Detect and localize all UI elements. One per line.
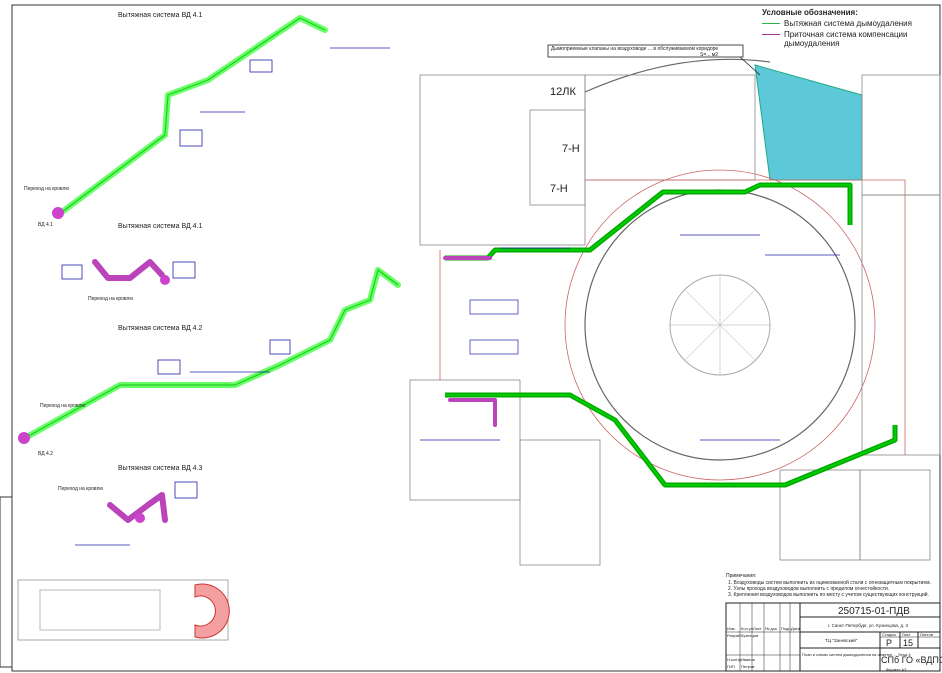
note: Переход на кровлю — [88, 296, 133, 302]
smoke-duct-upper — [445, 182, 853, 261]
fan-icon — [135, 513, 145, 523]
scheme-vd-4-3: Вытяжная система ВД 4.3 Переход на кровл… — [58, 465, 202, 546]
sheet-number: 15 — [903, 638, 913, 648]
title-block: Изм. Кол.уч Лист № док. Подп. Дата Разра… — [725, 602, 942, 672]
exit-label: ВД 4.1 — [38, 222, 53, 228]
note-item: 2. Узлы прохода воздуховодов выполнить с… — [728, 585, 889, 592]
svg-text:Иванов: Иванов — [741, 657, 755, 662]
scheme-title: Вытяжная система ВД 4.3 — [118, 465, 202, 472]
highlighted-area — [194, 583, 230, 639]
callout: Дымоприемные клапаны на воздуховоде ... … — [547, 44, 761, 76]
legend-item-label: Вытяжная система дымоудаления — [784, 19, 912, 28]
side-stamp — [0, 496, 13, 668]
notes: Примечания: 1. Воздуховоды систем выполн… — [726, 573, 931, 598]
svg-text:Дата: Дата — [791, 626, 801, 631]
svg-text:Подп.: Подп. — [781, 626, 792, 631]
svg-text:Лист: Лист — [753, 626, 762, 631]
fan-icon — [18, 432, 30, 444]
stage: Р — [886, 638, 892, 648]
svg-text:Кузнецов: Кузнецов — [741, 633, 758, 638]
duct-purple — [107, 492, 168, 523]
fan-icon — [160, 275, 170, 285]
scheme-vd-4-1: Вытяжная система ВД 4.1 Переход на кровл… — [24, 12, 390, 228]
note-item: 3. Крепления воздуховодов выполнить по м… — [728, 591, 929, 598]
duct-green — [22, 267, 401, 441]
note: Переход на кровлю — [58, 486, 103, 492]
scheme-title: Вытяжная система ВД 4.1 — [118, 12, 202, 19]
duct-purple — [92, 259, 165, 281]
notes-title: Примечания: — [726, 573, 756, 579]
legend: Условные обозначения: Вытяжная система д… — [762, 8, 936, 50]
note-item: 1. Воздуховоды систем выполнить из оцинк… — [728, 579, 931, 586]
fan-icon — [52, 207, 64, 219]
svg-text:Изм.: Изм. — [727, 626, 736, 631]
svg-text:Разраб.: Разраб. — [727, 633, 741, 638]
callout-subtext: S=... м2 — [700, 52, 718, 58]
svg-text:Стадия: Стадия — [882, 632, 896, 637]
svg-text:Кол.уч: Кол.уч — [741, 626, 753, 631]
svg-text:Листов: Листов — [920, 632, 933, 637]
legend-swatch — [762, 34, 780, 35]
svg-text:Лист: Лист — [902, 632, 911, 637]
note: Переход на кровлю — [40, 403, 85, 409]
key-plan — [17, 579, 230, 641]
scheme-vd-4-1b: Вытяжная система ВД 4.1 Переход на кровл… — [61, 223, 202, 302]
svg-text:Петров: Петров — [741, 664, 754, 669]
axis-label: 12ЛК — [550, 86, 576, 98]
scheme-title: Вытяжная система ВД 4.1 — [118, 223, 202, 230]
svg-text:ГИП: ГИП — [727, 664, 735, 669]
legend-item-supply: Приточная система компенсации дымоудален… — [762, 30, 936, 48]
legend-swatch — [762, 23, 780, 24]
scheme-vd-4-2: Вытяжная система ВД 4.2 Переход на кровл… — [18, 267, 401, 457]
note: Переход на кровлю — [24, 186, 69, 192]
svg-text:Н.контр.: Н.контр. — [727, 657, 742, 662]
legend-title: Условные обозначения: — [762, 8, 858, 17]
format: Формат А3 — [886, 667, 907, 672]
floor-plan: 12ЛК 7-Н 7-Н — [409, 58, 941, 566]
stair-label: 7-Н — [562, 143, 580, 155]
exit-label: ВД 4.2 — [38, 451, 53, 457]
sheet-title: План и схемы систем дымоудаления на отме… — [802, 652, 911, 657]
callout-text: Дымоприемные клапаны на воздуховоде ... … — [551, 46, 718, 52]
stair-label: 7-Н — [550, 183, 568, 195]
drawing-code: 250715-01-ПДВ — [838, 606, 910, 617]
scheme-title: Вытяжная система ВД 4.2 — [118, 325, 202, 332]
organization: СПб ГО «ВДПО» — [881, 655, 942, 665]
legend-item-exhaust: Вытяжная система дымоудаления — [762, 19, 936, 28]
address: г. Санкт-Петербург, ул. Кузнецова, д. 3 — [828, 623, 909, 628]
legend-item-label: Приточная система компенсации дымоудален… — [784, 30, 908, 48]
highlighted-room — [754, 64, 863, 181]
object-name: ТЦ "Заневский" — [825, 637, 858, 643]
svg-text:№ док.: № док. — [765, 626, 778, 631]
